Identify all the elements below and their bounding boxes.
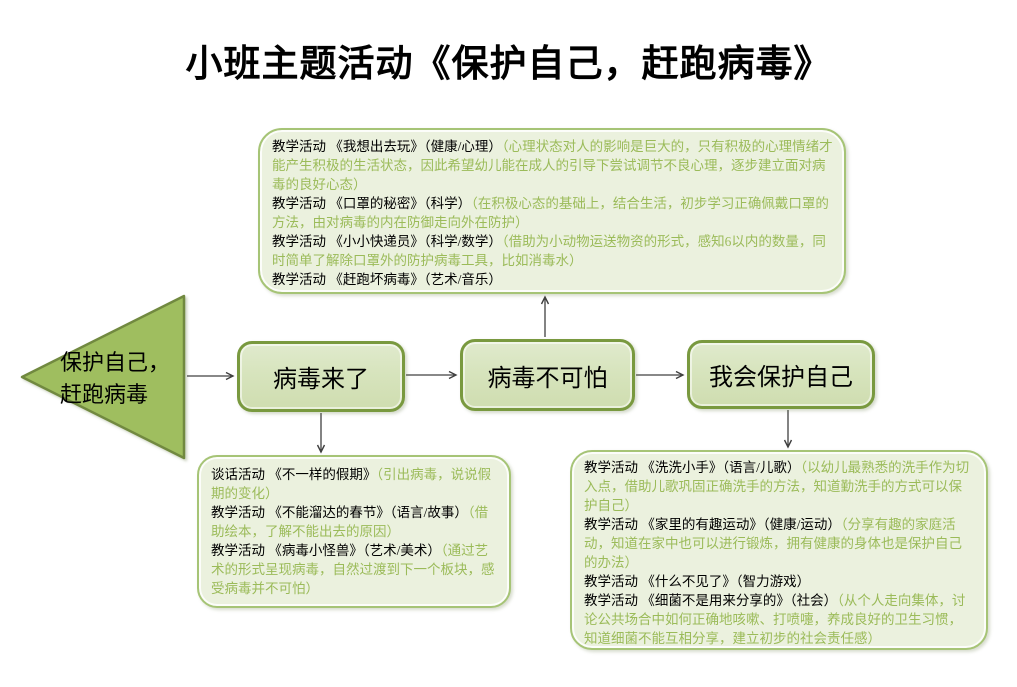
activity-note-text: （在积极心态的基础上，结合生活，初步学习正确佩戴口罩的方法，由对病毒的内在防御走… <box>272 196 829 230</box>
activity-note-text: （以幼儿最熟悉的洗手作为切入点，借助儿歌巩固正确洗手的方法，知道勤洗手的方式可以… <box>584 460 970 513</box>
activity-note-text: （心理状态对人的影响是巨大的，只有积极的心理情绪才能产生积极的生活状态，因此希望… <box>272 139 833 192</box>
callout-top-content: 教学活动 《我想出去玩》（健康/心理）（心理状态对人的影响是巨大的，只有积极的心… <box>260 130 844 289</box>
activity-item: 教学活动 《细菌不是用来分享的》（社会）（从个人走向集体，讨论公共场合中如何正确… <box>584 591 975 648</box>
activity-item: 谈话活动 《不一样的假期》（引出病毒，说说假期的变化） <box>211 465 498 503</box>
activity-item: 教学活动 《我想出去玩》（健康/心理）（心理状态对人的影响是巨大的，只有积极的心… <box>272 137 833 194</box>
activity-note-text: （借助绘本，了解不能出去的原因） <box>211 505 489 539</box>
activity-title-text: 教学活动 《洗洗小手》（语言/儿歌） <box>584 460 801 475</box>
start-triangle-shape <box>20 294 186 460</box>
activity-item: 教学活动 《不能溜达的春节》（语言/故事）（借助绘本，了解不能出去的原因） <box>211 503 498 541</box>
stage-label: 病毒不可怕 <box>487 365 608 392</box>
activity-title-text: 教学活动 《赶跑坏病毒》（艺术/音乐） <box>272 272 502 287</box>
stage-label: 病毒来了 <box>273 367 369 393</box>
activity-title-text: 教学活动 《病毒小怪兽》（艺术/美术） <box>211 543 441 558</box>
callout-bottom-left-content: 谈话活动 《不一样的假期》（引出病毒，说说假期的变化） 教学活动 《不能溜达的春… <box>199 457 509 598</box>
activity-note-text: （从个人走向集体，讨论公共场合中如何正确地咳嗽、打喷嚏，养成良好的卫生习惯，知道… <box>584 593 966 646</box>
activity-title-text: 教学活动 《我想出去玩》（健康/心理） <box>272 139 502 154</box>
activity-item: 教学活动 《口罩的秘密》（科学）（在积极心态的基础上，结合生活，初步学习正确佩戴… <box>272 194 833 232</box>
activity-title-text: 教学活动 《什么不见了》（智力游戏） <box>584 574 811 589</box>
activity-item: 教学活动 《洗洗小手》（语言/儿歌）（以幼儿最熟悉的洗手作为切入点，借助儿歌巩固… <box>584 458 975 515</box>
callout-bottom-right-content: 教学活动 《洗洗小手》（语言/儿歌）（以幼儿最熟悉的洗手作为切入点，借助儿歌巩固… <box>572 452 986 648</box>
callout-bottom-left-activities: 谈话活动 《不一样的假期》（引出病毒，说说假期的变化） 教学活动 《不能溜达的春… <box>197 455 511 608</box>
activity-item: 教学活动 《什么不见了》（智力游戏） <box>584 572 975 591</box>
activity-note-text: （通过艺术的形式呈现病毒，自然过渡到下一个板块，感受病毒并不可怕） <box>211 543 495 596</box>
start-label-line1: 保护自己， <box>60 350 171 375</box>
stage-box-i-can-protect-myself: 我会保护自己 <box>687 340 875 409</box>
activity-title-text: 教学活动 《口罩的秘密》（科学） <box>272 196 472 211</box>
callout-bottom-right-activities: 教学活动 《洗洗小手》（语言/儿歌）（以幼儿最熟悉的洗手作为切入点，借助儿歌巩固… <box>570 450 988 650</box>
start-label-line2: 赶跑病毒 <box>60 382 149 407</box>
activity-title-text: 教学活动 《小小快递员》（科学/数学） <box>272 234 502 249</box>
stage-box-virus-not-scary: 病毒不可怕 <box>460 339 635 411</box>
activity-title-text: 教学活动 《细菌不是用来分享的》（社会） <box>584 593 838 608</box>
stage-label: 我会保护自己 <box>709 365 853 391</box>
start-label: 保护自己， 赶跑病毒 <box>60 347 170 411</box>
activity-title-text: 教学活动 《家里的有趣运动》（健康/运动） <box>584 517 841 532</box>
activity-item: 教学活动 《病毒小怪兽》（艺术/美术）（通过艺术的形式呈现病毒，自然过渡到下一个… <box>211 541 498 598</box>
page-title: 小班主题活动《保护自己，赶跑病毒》 <box>185 43 832 84</box>
activity-item: 教学活动 《赶跑坏病毒》（艺术/音乐） <box>272 270 833 289</box>
activity-note-text: （引出病毒，说说假期的变化） <box>211 467 492 501</box>
callout-top-activities: 教学活动 《我想出去玩》（健康/心理）（心理状态对人的影响是巨大的，只有积极的心… <box>258 128 846 294</box>
activity-note-text: （分享有趣的家庭活动，知道在家中也可以进行锻炼，拥有健康的身体也是保护自己的办法… <box>584 517 962 570</box>
activity-title-text: 教学活动 《不能溜达的春节》（语言/故事） <box>211 505 468 520</box>
activity-title-text: 谈话活动 《不一样的假期》 <box>211 467 377 482</box>
activity-item: 教学活动 《家里的有趣运动》（健康/运动）（分享有趣的家庭活动，知道在家中也可以… <box>584 515 975 572</box>
activity-item: 教学活动 《小小快递员》（科学/数学）（借助为小动物运送物资的形式，感知6以内的… <box>272 232 833 270</box>
activity-note-text: （借助为小动物运送物资的形式，感知6以内的数量，同时简单了解除口罩外的防护病毒工… <box>272 234 826 268</box>
stage-box-virus-came: 病毒来了 <box>237 341 405 412</box>
